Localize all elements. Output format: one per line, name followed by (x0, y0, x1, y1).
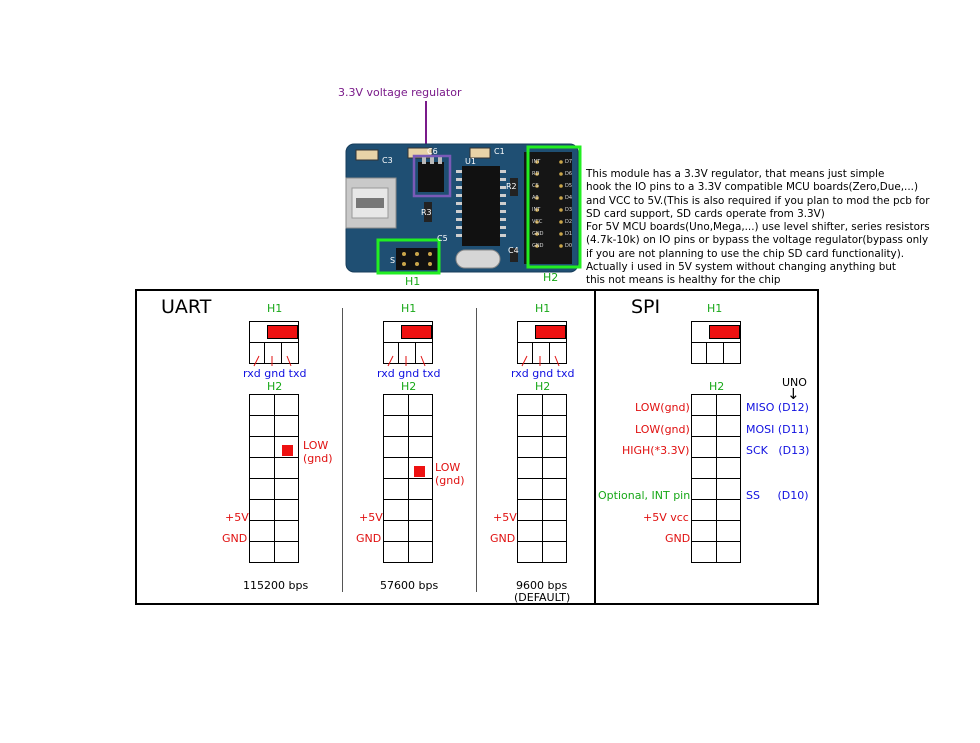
h2-silk-pin-label: INT (532, 207, 541, 213)
h2-header-grid (383, 394, 433, 563)
h2-label: H2 (267, 380, 283, 393)
spi-title: SPI (631, 296, 661, 318)
h2-silk-pin-label: A0 (532, 195, 539, 201)
description-line: Actually i used in 5V system without cha… (586, 261, 897, 274)
silk-c4: C4 (508, 246, 519, 255)
h2-silk-pin-label: D4 (565, 195, 573, 201)
h2-silk-pin-label: D0 (565, 243, 573, 249)
low-gnd-label: LOW(gnd) (303, 439, 333, 465)
down-arrow-icon: ↓ (787, 385, 800, 403)
uart-title: UART (161, 296, 212, 318)
h1-label: H1 (401, 302, 417, 315)
description-line: SD card support, SD cards operate from 3… (586, 207, 825, 220)
board-h1-label: H1 (405, 275, 421, 288)
h1-pin-pointers (387, 355, 426, 367)
spi-right-label: MOSI (D11) (746, 423, 809, 436)
uno-label: UNO (782, 376, 807, 389)
spi-left-label: GND (665, 532, 691, 545)
silk-r2: R2 (506, 182, 517, 191)
module-description: This module has a 3.3V regulator, that m… (586, 168, 978, 288)
silk-u1: U1 (465, 157, 476, 166)
uart-divider (342, 308, 343, 592)
spi-right-label: MISO (D12) (746, 401, 809, 414)
silk-c5: C5 (437, 234, 448, 243)
spi-right-label: SCK (D13) (746, 444, 810, 457)
low-pin-marker (282, 445, 293, 456)
silk-c6: C6 (427, 147, 438, 156)
plus5v-label: +5V (359, 511, 383, 524)
h2-silk-pin-label: D2 (565, 219, 573, 225)
spi-left-label: LOW(gnd) (635, 401, 690, 414)
h1-pin-pointers (521, 355, 560, 367)
spi-h1-label: H1 (707, 302, 723, 315)
low-pin-marker (414, 466, 425, 477)
h1-pin-pointers (253, 355, 292, 367)
spi-left-label: +5V vcc (643, 511, 689, 524)
h2-silk-pin-label: INT (532, 159, 541, 165)
low-gnd-label: LOW(gnd) (435, 461, 465, 487)
description-line: (4.7k-10k) on IO pins or bypass the volt… (586, 234, 929, 247)
spi-h2-label: H2 (709, 380, 725, 393)
h2-silk-pin-label: D5 (565, 183, 573, 189)
gnd-label: GND (356, 532, 382, 545)
silk-r3: R3 (421, 208, 432, 217)
h2-silk-pin-label: D3 (565, 207, 573, 213)
default-note: (DEFAULT) (514, 591, 571, 604)
spi-left-label: HIGH(*3.3V) (622, 444, 690, 457)
plus5v-label: +5V (493, 511, 517, 524)
h2-silk-pin-label: GND (532, 243, 544, 249)
baud-rate-115200: 115200 bps (243, 579, 309, 592)
baud-rate-9600: 9600 bps (516, 579, 568, 592)
spi-left-label: LOW(gnd) (635, 423, 690, 436)
h1-jumper (535, 325, 566, 339)
silk-s: S (390, 256, 396, 265)
description-line: This module has a 3.3V regulator, that m… (586, 168, 885, 180)
gnd-label: GND (490, 532, 516, 545)
h2-label: H2 (401, 380, 417, 393)
baud-rate-57600: 57600 bps (380, 579, 439, 592)
uart-divider (476, 308, 477, 592)
pcb-board-image (345, 101, 582, 275)
h2-silk-pin-label: RD (532, 171, 540, 177)
h1-label: H1 (267, 302, 283, 315)
h1-jumper (267, 325, 298, 339)
h1-label: H1 (535, 302, 551, 315)
h1-pin-labels: rxd gnd txd (243, 367, 307, 380)
description-line: if you are not planning to use the chip … (586, 247, 905, 260)
description-line: and VCC to 5V.(This is also required if … (586, 194, 930, 207)
description-line: this not means is healthy for the chip (586, 274, 781, 287)
regulator-label: 3.3V voltage regulator (338, 86, 462, 99)
h2-silk-pin-label: VCC (532, 219, 543, 225)
h2-silk-pin-label: D7 (565, 159, 573, 165)
silk-c1: C1 (494, 147, 505, 156)
h2-header-grid (249, 394, 299, 563)
spi-panel (594, 289, 819, 605)
h2-header-grid (517, 394, 567, 563)
board-h2-label: H2 (543, 271, 559, 284)
h1-pin-labels: rxd gnd txd (377, 367, 441, 380)
plus5v-label: +5V (225, 511, 249, 524)
h1-jumper (401, 325, 432, 339)
spi-h2-header-grid (691, 394, 741, 563)
gnd-label: GND (222, 532, 248, 545)
description-line: hook the IO pins to a 3.3V compatible MC… (586, 181, 918, 194)
h2-silk-pin-label: GND (532, 231, 544, 237)
h2-label: H2 (535, 380, 551, 393)
spi-right-label: SS (D10) (746, 489, 809, 502)
spi-h1-jumper (709, 325, 740, 339)
h1-pin-labels: rxd gnd txd (511, 367, 575, 380)
spi-left-label: Optional, INT pin (598, 489, 691, 502)
silk-c3: C3 (382, 156, 393, 165)
description-line: For 5V MCU boards(Uno,Mega,...) use leve… (586, 221, 930, 234)
h2-silk-pin-label: D6 (565, 171, 573, 177)
h2-silk-pin-label: CS (532, 183, 539, 189)
h2-silk-pin-label: D1 (565, 231, 573, 237)
